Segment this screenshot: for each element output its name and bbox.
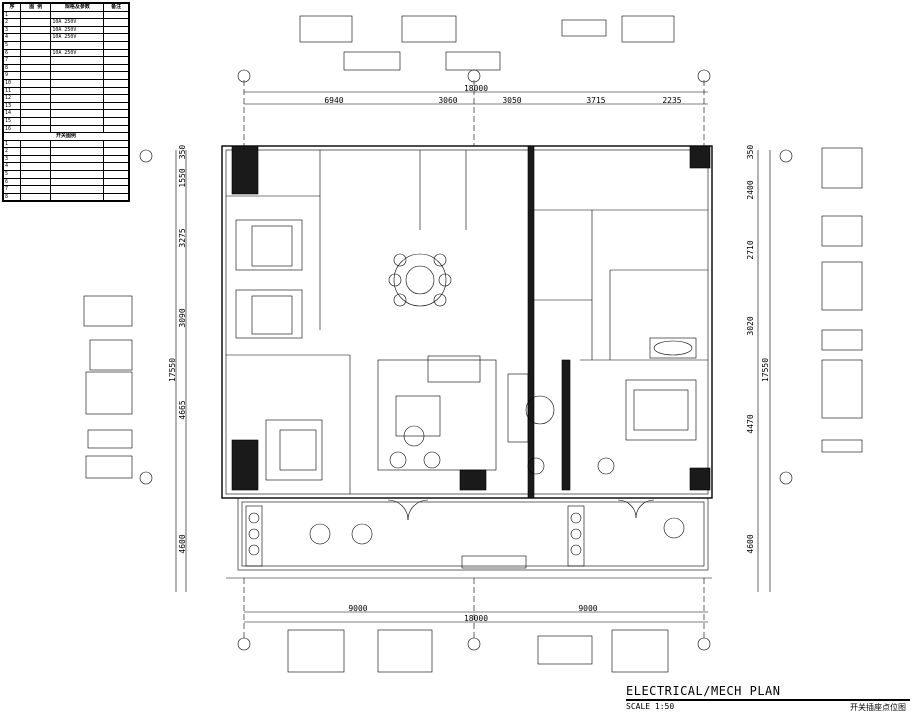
switch-legend-cell (50, 192, 105, 202)
dimension-label: 6940 (324, 96, 343, 105)
dimension-label: 4600 (178, 534, 187, 553)
dimension-label: 1550 (178, 168, 187, 187)
title-block: ELECTRICAL/MECH PLAN SCALE 1:50 开关插座点位图 (626, 684, 910, 712)
dimension-label: 2235 (662, 96, 681, 105)
dimension-label: 3715 (586, 96, 605, 105)
dimension-label: 2710 (746, 240, 755, 259)
dimension-label: 3090 (178, 308, 187, 327)
title-rule (626, 699, 910, 701)
dim-bottom-total: 18000 (464, 614, 488, 623)
dimension-label: 350 (746, 145, 755, 160)
drawing-title: ELECTRICAL/MECH PLAN (626, 684, 781, 698)
dimension-label: 9000 (578, 604, 597, 613)
dimension-label: 3020 (746, 316, 755, 335)
dimension-label: 350 (178, 145, 187, 160)
switch-legend-cell (103, 192, 129, 202)
dimension-label: 4600 (746, 534, 755, 553)
legend-row: 1 (2, 10, 129, 20)
dim-left-total: 17550 (168, 358, 177, 382)
dimension-label: 4470 (746, 414, 755, 433)
switch-legend-row: 8 (2, 192, 129, 202)
drawing-title-cn: 开关插座点位图 (850, 703, 906, 712)
dimension-label: 2400 (746, 180, 755, 199)
switch-legend-cell (20, 192, 52, 202)
dimension-label: 3275 (178, 228, 187, 247)
dim-right-total: 17550 (761, 358, 770, 382)
dimension-label: 3050 (502, 96, 521, 105)
drawing-scale: SCALE 1:50 (626, 702, 675, 711)
dimension-label: 3060 (438, 96, 457, 105)
dimension-label: 9000 (348, 604, 367, 613)
dimension-label: 4665 (178, 400, 187, 419)
dim-top-total: 18000 (464, 84, 488, 93)
